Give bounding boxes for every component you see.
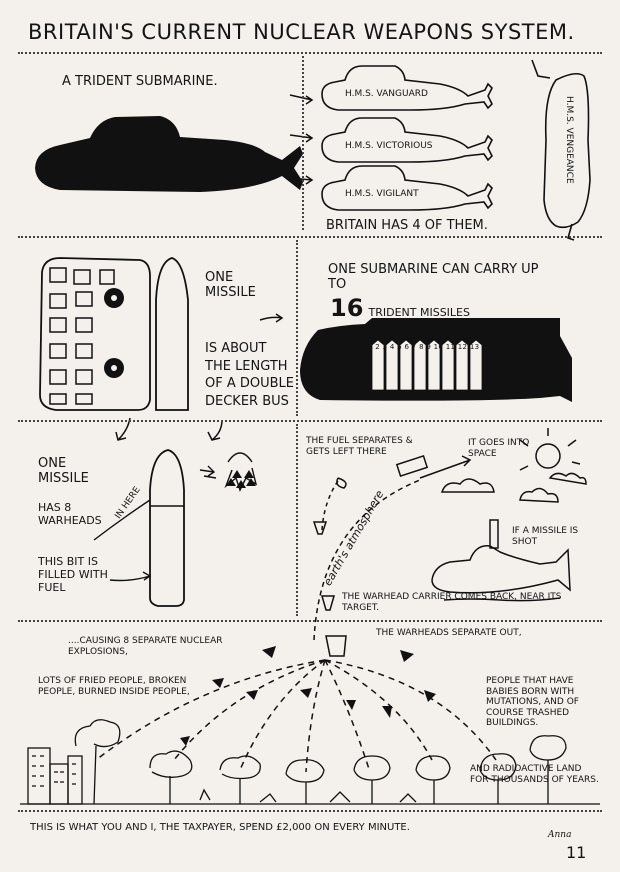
divider-4 [18, 620, 602, 622]
page-number: 11 [566, 843, 587, 862]
bus-length-text: is about the length of a double decker b… [205, 341, 295, 409]
one-missile-label: One missile [205, 270, 256, 301]
one-missile-label-2: One missile [38, 456, 89, 487]
submarine-heading: A Trident Submarine. [62, 74, 218, 89]
separate-out-text: The warheads separate out, [376, 628, 522, 638]
capacity-suffix: Trident missiles [368, 306, 470, 319]
sub-name-vigilant: H.M.S. Vigilant [345, 189, 419, 199]
signature: Anna [548, 830, 572, 840]
trident-submarine-silhouette [35, 116, 303, 192]
if-shot-text: If a missile is shot [512, 526, 579, 547]
missile-tall [155, 257, 189, 411]
carrier-back-text: The warhead carrier comes back, near its… [342, 592, 562, 613]
capacity-number: 16 [330, 294, 364, 322]
divider-bottom [18, 810, 602, 812]
into-space-text: It goes into space [468, 438, 530, 459]
submarine-count-text: Britain has 4 of them. [326, 218, 488, 233]
sub-outline-vanguard [321, 65, 493, 111]
tube-numbers: 1 2 3 4 5 6 7 8 9 10 11 12 13 14 15 16 [368, 343, 516, 351]
missile-warhead-diagram [149, 449, 185, 607]
capacity-text: One submarine can carry up to [328, 262, 548, 293]
divider-2 [18, 236, 602, 238]
warhead-markers [180, 646, 436, 746]
mutations-text: People that have babies born with mutati… [486, 676, 579, 729]
divider-v2 [296, 240, 298, 416]
double-decker-bus [39, 257, 151, 411]
capacity-prefix: One submarine can carry up to [328, 262, 539, 293]
missile-trajectory-arc [313, 479, 421, 641]
eight-warheads-text: has 8 warheads [38, 501, 102, 527]
capacity-line2: 16 Trident missiles [330, 294, 470, 322]
explosions-text: ....Causing 8 separate nuclear explosion… [68, 636, 223, 657]
divider-3 [18, 420, 602, 422]
cost-text: This is what you and I, the taxpayer, sp… [30, 822, 410, 833]
divider-top [18, 52, 602, 54]
fried-people-text: Lots of fried people, broken people, bur… [38, 676, 190, 697]
radioactive-text: And radioactive land for thousands of ye… [470, 764, 599, 785]
divider-v3 [296, 424, 298, 616]
ground-scene [20, 719, 600, 805]
page-title: Britain's Current Nuclear Weapons System… [28, 20, 575, 44]
warhead-cluster-icon [226, 470, 256, 488]
submarine-with-missiles [300, 318, 572, 402]
sub-outline-vigilant [321, 165, 493, 211]
divider-v1 [302, 56, 304, 230]
fuel-separates-text: The fuel separates & gets left there [306, 436, 413, 457]
sub-name-victorious: H.M.S. Victorious [345, 141, 433, 151]
sub-outline-victorious [321, 117, 493, 163]
sub-name-vengeance: H.M.S. Vengeance [564, 96, 574, 184]
fuel-text: This bit is filled with fuel [38, 555, 108, 594]
sub-name-vanguard: H.M.S. Vanguard [345, 89, 428, 99]
sub-outline-vengeance [543, 72, 591, 229]
bus-wheels [104, 288, 124, 378]
warhead-paths [95, 659, 497, 773]
